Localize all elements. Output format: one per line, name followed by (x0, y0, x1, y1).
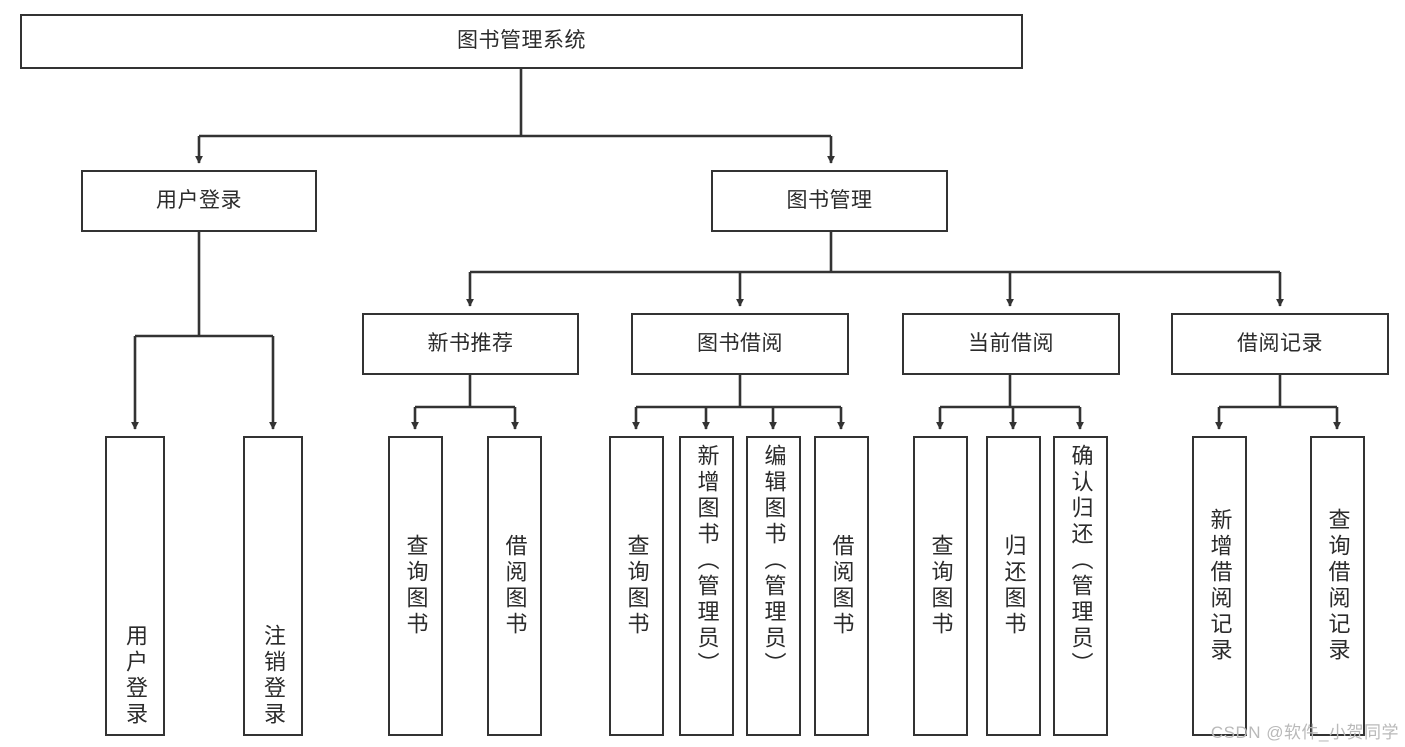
node-new-book-recommend[interactable]: 新书推荐 (362, 313, 579, 375)
leaf-query-book-recommend-label: 查询图书 (403, 534, 429, 638)
leaf-add-borrow-record[interactable]: 新增借阅记录 (1192, 436, 1247, 736)
node-book-borrow[interactable]: 图书借阅 (631, 313, 849, 375)
node-root-label: 图书管理系统 (457, 29, 586, 53)
leaf-edit-book-admin[interactable]: 编辑图书（管理员） (746, 436, 801, 736)
node-borrow-record-label: 借阅记录 (1237, 331, 1323, 355)
leaf-edit-book-admin-label: 编辑图书（管理员） (761, 444, 787, 678)
node-current-borrow[interactable]: 当前借阅 (902, 313, 1120, 375)
leaf-return-book[interactable]: 归还图书 (986, 436, 1041, 736)
leaf-user-login[interactable]: 用户登录 (105, 436, 165, 736)
leaf-query-book-recommend[interactable]: 查询图书 (388, 436, 443, 736)
leaf-lend-book-label: 借阅图书 (829, 534, 855, 638)
node-user-login[interactable]: 用户登录 (81, 170, 317, 232)
leaf-query-book-current[interactable]: 查询图书 (913, 436, 968, 736)
leaf-query-book-borrow-label: 查询图书 (624, 534, 650, 638)
leaf-return-book-label: 归还图书 (1001, 534, 1027, 638)
node-book-management-label: 图书管理 (786, 188, 873, 212)
node-book-management[interactable]: 图书管理 (711, 170, 948, 232)
leaf-confirm-return-admin-label: 确认归还（管理员） (1068, 444, 1094, 678)
leaf-add-book-admin-label: 新增图书（管理员） (694, 444, 720, 678)
watermark: CSDN @软件_小贺同学 (1210, 723, 1399, 742)
leaf-query-borrow-record[interactable]: 查询借阅记录 (1310, 436, 1365, 736)
leaf-query-book-current-label: 查询图书 (928, 534, 954, 638)
leaf-borrow-book-recommend[interactable]: 借阅图书 (487, 436, 542, 736)
leaf-confirm-return-admin[interactable]: 确认归还（管理员） (1053, 436, 1108, 736)
leaf-query-book-borrow[interactable]: 查询图书 (609, 436, 664, 736)
node-user-login-label: 用户登录 (156, 188, 242, 212)
node-book-borrow-label: 图书借阅 (697, 331, 783, 355)
node-new-book-recommend-label: 新书推荐 (427, 331, 514, 355)
node-borrow-record[interactable]: 借阅记录 (1171, 313, 1389, 375)
leaf-user-login-label: 用户登录 (123, 624, 148, 728)
leaf-query-borrow-record-label: 查询借阅记录 (1325, 508, 1351, 664)
leaf-add-book-admin[interactable]: 新增图书（管理员） (679, 436, 734, 736)
leaf-add-borrow-record-label: 新增借阅记录 (1207, 508, 1233, 664)
leaf-logout[interactable]: 注销登录 (243, 436, 303, 736)
leaf-logout-label: 注销登录 (261, 624, 286, 728)
node-root[interactable]: 图书管理系统 (20, 14, 1023, 69)
node-current-borrow-label: 当前借阅 (968, 331, 1054, 355)
leaf-lend-book[interactable]: 借阅图书 (814, 436, 869, 736)
leaf-borrow-book-recommend-label: 借阅图书 (502, 534, 528, 638)
